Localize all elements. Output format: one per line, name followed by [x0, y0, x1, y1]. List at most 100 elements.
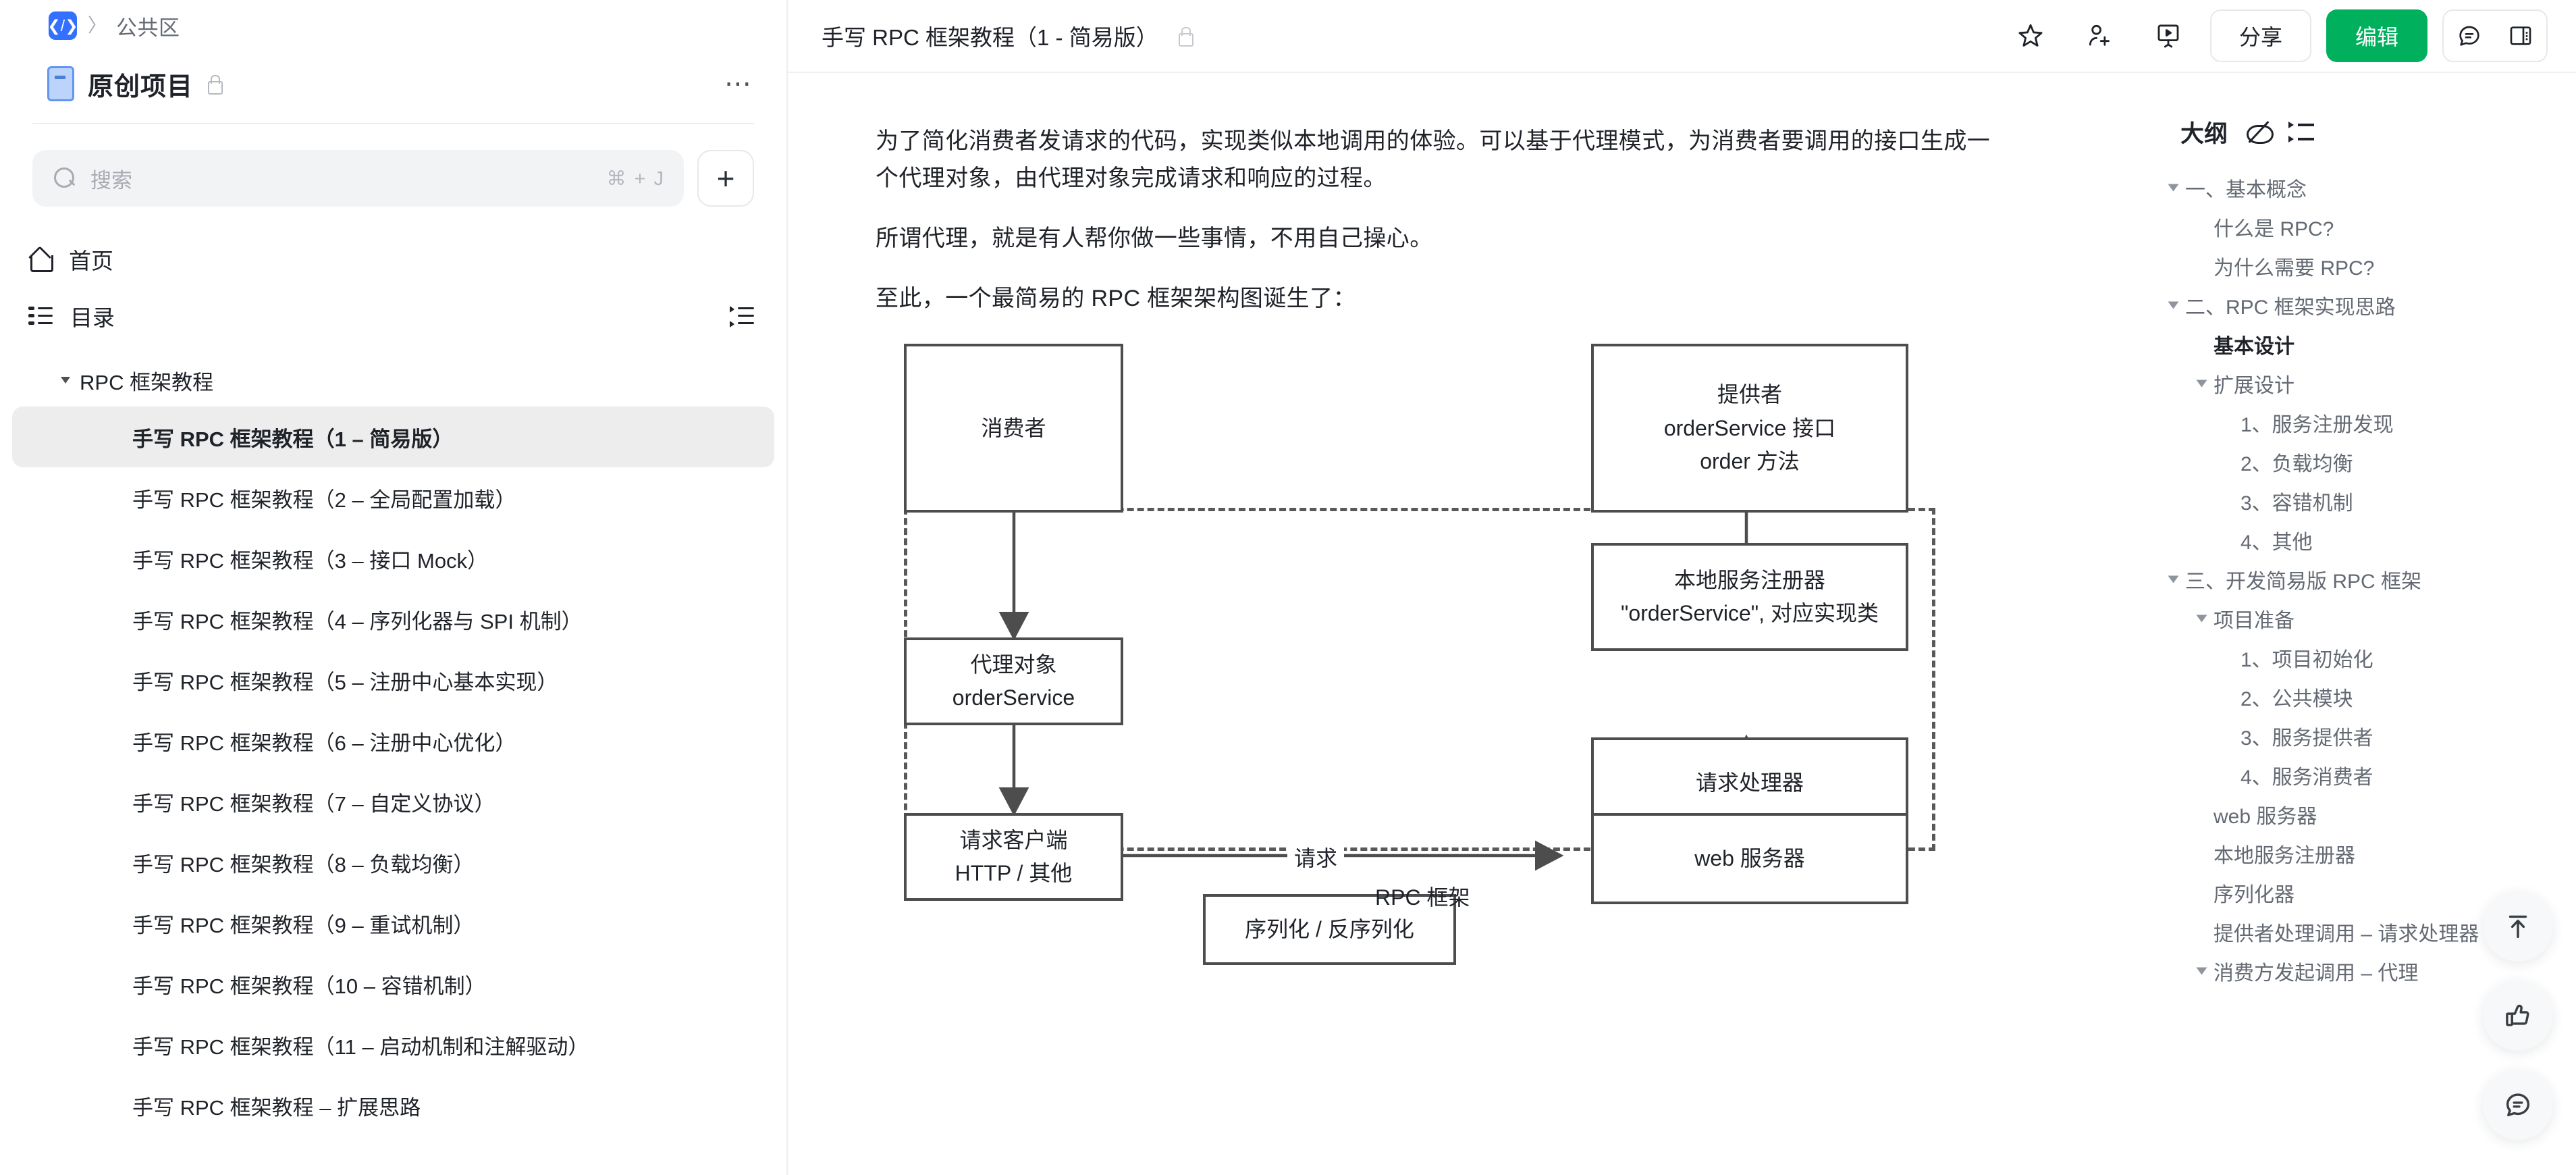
search-icon — [54, 167, 76, 189]
search-input[interactable]: 搜索 ⌘ + J — [32, 150, 684, 207]
back-to-top-icon[interactable] — [2483, 891, 2553, 962]
star-icon[interactable] — [2004, 9, 2058, 63]
outline-item[interactable]: 为什么需要 RPC? — [2157, 246, 2576, 286]
sidebar-item-home[interactable]: 首页 — [0, 231, 786, 288]
share-button[interactable]: 分享 — [2210, 9, 2311, 62]
tree-item[interactable]: 手写 RPC 框架教程（4 – 序列化器与 SPI 机制） — [132, 609, 583, 633]
project-icon — [47, 66, 74, 101]
home-icon — [28, 248, 53, 272]
add-button[interactable]: + — [697, 150, 754, 207]
outline-item[interactable]: 一、基本概念 — [2157, 168, 2576, 207]
paragraph: 为了简化消费者发请求的代码，实现类似本地调用的体验。可以基于代理模式，为消费者要… — [876, 128, 1991, 192]
outline-item[interactable]: 扩展设计 — [2157, 364, 2576, 403]
side-panel-icon[interactable] — [2495, 11, 2546, 61]
sidebar-nav: 首页 目录 — [0, 207, 786, 344]
project-title: 原创项目 — [88, 72, 194, 101]
outline-item[interactable]: 提供者处理调用 – 请求处理器 — [2157, 912, 2576, 951]
diagram-box-request-client: 请求客户端 HTTP / 其他 — [904, 813, 1123, 902]
search-shortcut: ⌘ + J — [606, 167, 665, 190]
page-title: 手写 RPC 框架教程（1 - 简易版） — [822, 25, 1158, 50]
box-label: 请求处理器 — [1695, 771, 1804, 795]
outline-item[interactable]: 消费方发起调用 – 代理 — [2157, 951, 2576, 991]
diagram-box-local-registry: 本地服务注册器 "orderService", 对应实现类 — [1591, 543, 1908, 652]
outline-item[interactable]: web 服务器 — [2157, 795, 2576, 834]
outline-item[interactable]: 项目准备 — [2157, 599, 2576, 638]
eye-off-icon[interactable] — [2245, 120, 2274, 145]
tree-item[interactable]: 手写 RPC 框架教程（5 – 注册中心基本实现） — [132, 670, 558, 694]
sidebar-item-label: 目录 — [70, 305, 115, 330]
box-label: "orderService", 对应实现类 — [1621, 601, 1879, 626]
breadcrumb-workspace[interactable]: 公共区 — [116, 16, 180, 40]
diagram-box-consumer: 消费者 — [904, 344, 1123, 513]
outline-item[interactable]: 序列化器 — [2157, 873, 2576, 912]
chevron-down-icon[interactable] — [2168, 184, 2179, 192]
outline-item-label: 项目准备 — [2213, 610, 2295, 632]
thumbs-up-icon[interactable] — [2483, 981, 2553, 1051]
box-label: 序列化 / 反序列化 — [1245, 917, 1414, 942]
chevron-down-icon[interactable] — [2196, 967, 2207, 975]
tree-item[interactable]: 手写 RPC 框架教程（1 – 简易版） — [12, 407, 774, 467]
outline-item[interactable]: 2、公共模块 — [2157, 677, 2576, 716]
paragraph: 至此，一个最简易的 RPC 框架架构图诞生了： — [876, 286, 1356, 312]
outline-toggle-icon[interactable] — [730, 306, 754, 328]
comment-bubble-icon[interactable] — [2483, 1070, 2553, 1140]
tree-item[interactable]: 手写 RPC 框架教程（2 – 全局配置加载） — [132, 488, 516, 512]
chevron-down-icon[interactable] — [2196, 380, 2207, 388]
floating-action-buttons — [2483, 891, 2553, 1140]
lock-icon — [207, 75, 223, 95]
tree-item[interactable]: 手写 RPC 框架教程（3 – 接口 Mock） — [132, 548, 489, 573]
chevron-down-icon[interactable] — [2168, 575, 2179, 583]
more-options-icon[interactable]: ⋯ — [724, 69, 753, 99]
tree-item[interactable]: 手写 RPC 框架教程（6 – 注册中心优化） — [132, 731, 516, 755]
document-tree: RPC 框架教程 手写 RPC 框架教程（1 – 简易版） 手写 RPC 框架教程… — [0, 344, 786, 1136]
presentation-icon[interactable] — [2141, 9, 2195, 63]
project-header: 原创项目 ⋯ — [0, 51, 786, 116]
outline-item-label: 4、其他 — [2240, 531, 2313, 554]
tree-item[interactable]: 手写 RPC 框架教程（11 – 启动机制和注解驱动） — [132, 1035, 589, 1059]
tree-item[interactable]: 手写 RPC 框架教程（7 – 自定义协议） — [132, 791, 495, 816]
outline-item-label: 3、容错机制 — [2240, 492, 2353, 515]
tree-item[interactable]: 手写 RPC 框架教程（9 – 重试机制） — [132, 913, 475, 937]
collapse-all-icon[interactable] — [2288, 121, 2315, 143]
outline-item-label: 为什么需要 RPC? — [2213, 257, 2375, 280]
outline-item[interactable]: 1、项目初始化 — [2157, 638, 2576, 677]
outline-item[interactable]: 什么是 RPC? — [2157, 207, 2576, 246]
outline-item[interactable]: 3、服务提供者 — [2157, 716, 2576, 756]
outline-item[interactable]: 4、其他 — [2157, 521, 2576, 560]
outline-item[interactable]: 1、服务注册发现 — [2157, 403, 2576, 442]
diagram-box-proxy: 代理对象 orderService — [904, 637, 1123, 726]
chevron-down-icon[interactable] — [2168, 301, 2179, 309]
outline-item-label: 3、服务提供者 — [2240, 727, 2373, 750]
chevron-down-icon[interactable] — [2196, 615, 2207, 623]
outline-item[interactable]: 4、服务消费者 — [2157, 756, 2576, 795]
outline-item-label: 一、基本概念 — [2185, 179, 2307, 201]
code-brackets-logo[interactable]: ❮/❯ — [48, 11, 78, 40]
box-label: 消费者 — [981, 415, 1046, 440]
tree-item[interactable]: 手写 RPC 框架教程 – 扩展思路 — [132, 1095, 421, 1120]
diagram-box-web-server: web 服务器 — [1591, 813, 1908, 905]
outline-header: 大纲 — [2157, 115, 2576, 149]
outline-item[interactable]: 三、开发简易版 RPC 框架 — [2157, 560, 2576, 599]
outline-item[interactable]: 二、RPC 框架实现思路 — [2157, 286, 2576, 325]
outline-item-label: web 服务器 — [2213, 806, 2317, 828]
comment-icon[interactable] — [2444, 11, 2495, 61]
box-label: web 服务器 — [1694, 846, 1805, 871]
tree-group-label: RPC 框架教程 — [80, 370, 214, 394]
add-member-icon[interactable] — [2072, 9, 2126, 63]
diagram-box-provider: 提供者 orderService 接口 order 方法 — [1591, 344, 1908, 513]
top-toolbar: 手写 RPC 框架教程（1 - 简易版） — [788, 0, 2576, 73]
outline-item[interactable]: 3、容错机制 — [2157, 481, 2576, 521]
main-area: 手写 RPC 框架教程（1 - 简易版） — [788, 0, 2576, 1175]
outline-item[interactable]: 2、负载均衡 — [2157, 442, 2576, 481]
box-label: 提供者 — [1717, 382, 1782, 407]
edit-button[interactable]: 编辑 — [2326, 9, 2427, 62]
chevron-down-icon — [61, 377, 70, 384]
tree-item[interactable]: 手写 RPC 框架教程（10 – 容错机制） — [132, 974, 486, 998]
sidebar: ❮/❯ 〉 公共区 原创项目 ⋯ 搜索 ⌘ + J + 首页 — [0, 0, 788, 1175]
tree-item[interactable]: 手写 RPC 框架教程（8 – 负载均衡） — [132, 852, 475, 877]
outline-item[interactable]: 本地服务注册器 — [2157, 834, 2576, 873]
sidebar-item-catalog[interactable]: 目录 — [0, 288, 786, 344]
outline-item-label: 4、服务消费者 — [2240, 766, 2373, 789]
tree-group-rpc[interactable]: RPC 框架教程 — [0, 354, 786, 407]
outline-item[interactable]: 基本设计 — [2157, 325, 2576, 364]
